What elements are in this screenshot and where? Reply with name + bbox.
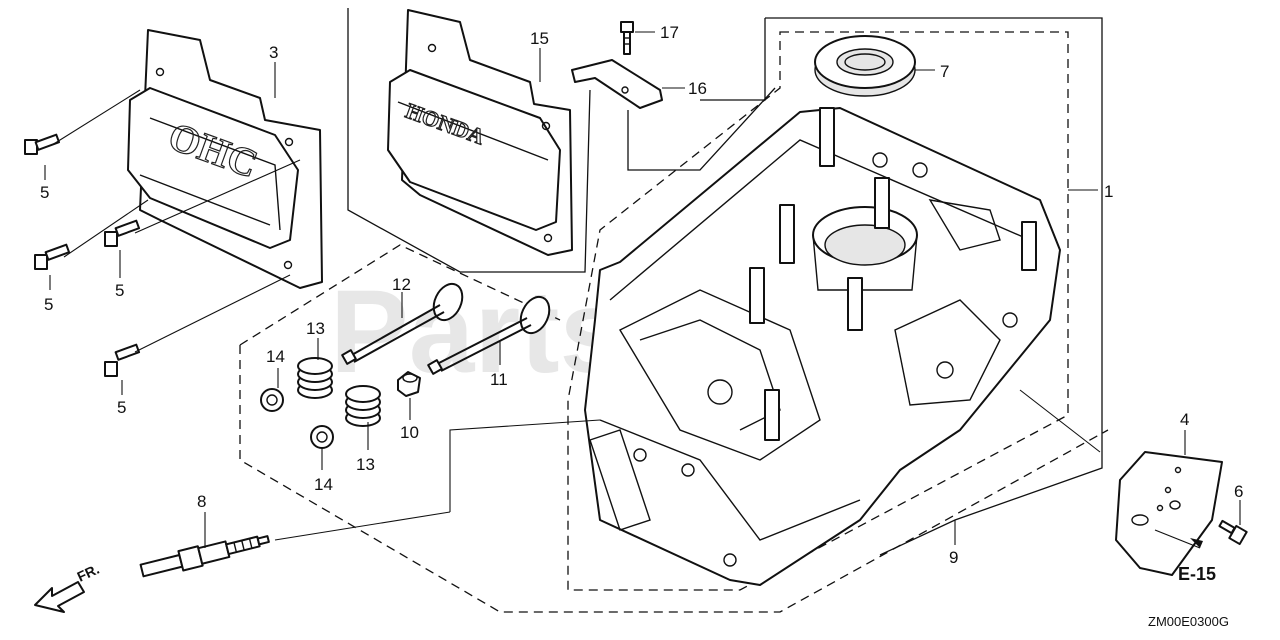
bolt-17 [620,21,634,55]
callout-12: 12 [392,275,411,294]
valve-spring-13-upper [297,357,333,399]
spring-retainer-14-upper [260,388,284,412]
spring-retainer-14-lower [310,425,334,449]
front-arrow-icon [34,581,85,613]
callout-14-upper: 14 [266,347,285,366]
callout-labels: 1 3 4 5 5 5 5 6 7 8 9 10 11 12 13 13 14 … [40,23,1243,567]
bolt-6 [1218,519,1248,546]
bolt-5-low [104,343,141,377]
valve-cover-honda: HONDA [387,9,573,256]
callout-17: 17 [660,23,679,42]
callout-10: 10 [400,423,419,442]
callout-5-mid: 5 [115,281,124,300]
callout-16: 16 [688,79,707,98]
oil-seal-7 [814,35,916,97]
callout-1: 1 [1104,182,1113,201]
callout-5-low: 5 [117,398,126,417]
callout-11: 11 [490,370,508,389]
leader-lines [44,31,1241,549]
callout-13-upper: 13 [306,319,325,338]
section-reference: E-15 [1178,564,1216,584]
callout-5-top: 5 [40,183,49,202]
callout-9: 9 [949,548,958,567]
callout-4: 4 [1180,410,1189,429]
bolt-5-top [24,133,61,155]
callout-13-lower: 13 [356,455,375,474]
spark-plug-8 [139,535,270,578]
valve-stem-seal-10 [397,371,421,397]
bolt-5-mid [104,219,141,247]
callout-5-left: 5 [44,295,53,314]
valve-12 [341,282,464,365]
callout-3: 3 [269,43,278,62]
diagram-code: ZM00E0300G [1148,614,1229,629]
front-label: FR. [75,561,102,585]
callout-14-lower: 14 [314,475,333,494]
callout-7: 7 [940,62,949,81]
breather-cover-4 [1115,451,1223,576]
valve-11 [427,295,551,375]
cylinder-block-9 [584,107,1061,586]
group-boundaries [239,8,1109,613]
valve-cover-ohc: OHC [127,29,323,289]
callout-8: 8 [197,492,206,511]
bolt-5-left [34,243,71,270]
callout-15: 15 [530,29,549,48]
valve-spring-13-lower [345,385,381,427]
callout-6: 6 [1234,482,1243,501]
bracket-16 [571,59,663,109]
